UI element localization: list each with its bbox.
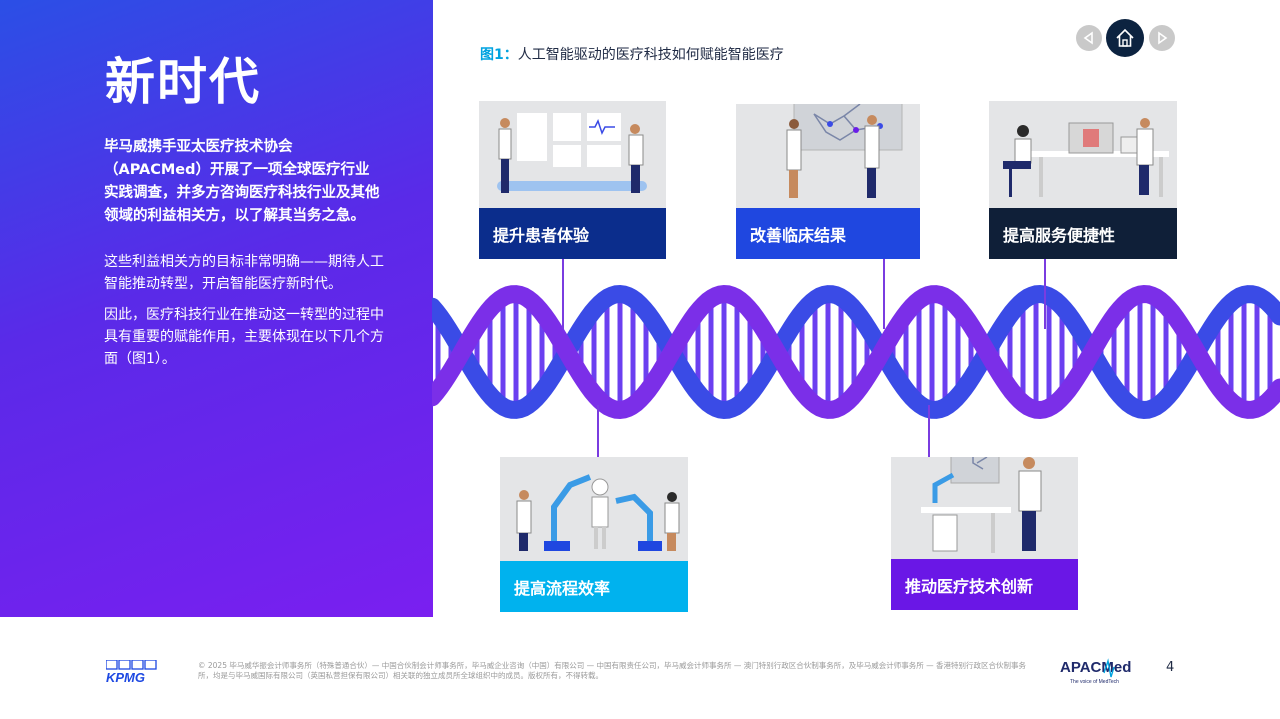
intro-lead: 毕马威携手亚太医疗技术协会（APACMed）开展了一项全球医疗行业实践调查，并多… [104,139,380,224]
page-number: 4 [1166,660,1175,675]
legal-disclaimer: © 2025 毕马威华振会计师事务所（特殊普通合伙）— 中国合伙制会计师事务所，… [198,661,1027,680]
clinical-outcomes-illustration [736,83,920,208]
card-label-medtech-innovation: 推动医疗技术创新 [891,559,1078,610]
card-label-process-efficiency: 提高流程效率 [500,561,688,612]
prev-icon [1083,31,1093,45]
svg-text:APACMed: APACMed [1060,659,1131,676]
connector-line [928,405,930,457]
intro-panel: 新时代 毕马威携手亚太医疗技术协会（APACMed）开展了一项全球医疗行业实践调… [0,0,433,617]
intro-paragraph-2: 因此，医疗科技行业在推动这一转型的过程中具有重要的赋能作用，主要体现在以下几个方… [104,307,384,367]
figure-number: 图1： [480,47,518,63]
service-accessibility-illustration [989,101,1177,208]
home-button[interactable] [1106,19,1144,57]
intro-paragraph-1: 这些利益相关方的目标非常明确——期待人工智能推动转型，开启智能医疗新时代。 [104,254,384,292]
connector-line [1044,259,1046,329]
connector-line [883,259,885,329]
page-title: 新时代 [105,53,261,111]
svg-text:The voice of MedTech: The voice of MedTech [1070,679,1119,685]
dna-helix-illustration [432,284,1280,420]
next-page-button[interactable] [1149,25,1175,51]
next-icon [1158,31,1168,45]
medtech-innovation-illustration [891,432,1078,559]
card-label-clinical-outcomes: 改善临床结果 [736,208,920,259]
prev-page-button[interactable] [1076,25,1102,51]
kpmg-logo: KPMG [105,659,158,688]
connector-line [597,405,599,457]
svg-text:KPMG: KPMG [106,670,145,684]
card-label-service-accessibility: 提高服务便捷性 [989,208,1177,259]
home-icon [1116,28,1134,47]
figure-title: 人工智能驱动的医疗科技如何赋能智能医疗 [517,47,784,63]
patient-experience-illustration [479,101,666,208]
card-label-patient-experience: 提升患者体验 [479,208,666,259]
apacmed-logo: APACMed The voice of MedTech [1058,655,1134,691]
figure-caption: 图1：人工智能驱动的医疗科技如何赋能智能医疗 [480,44,784,64]
connector-line [562,259,564,329]
process-efficiency-illustration [500,457,688,561]
